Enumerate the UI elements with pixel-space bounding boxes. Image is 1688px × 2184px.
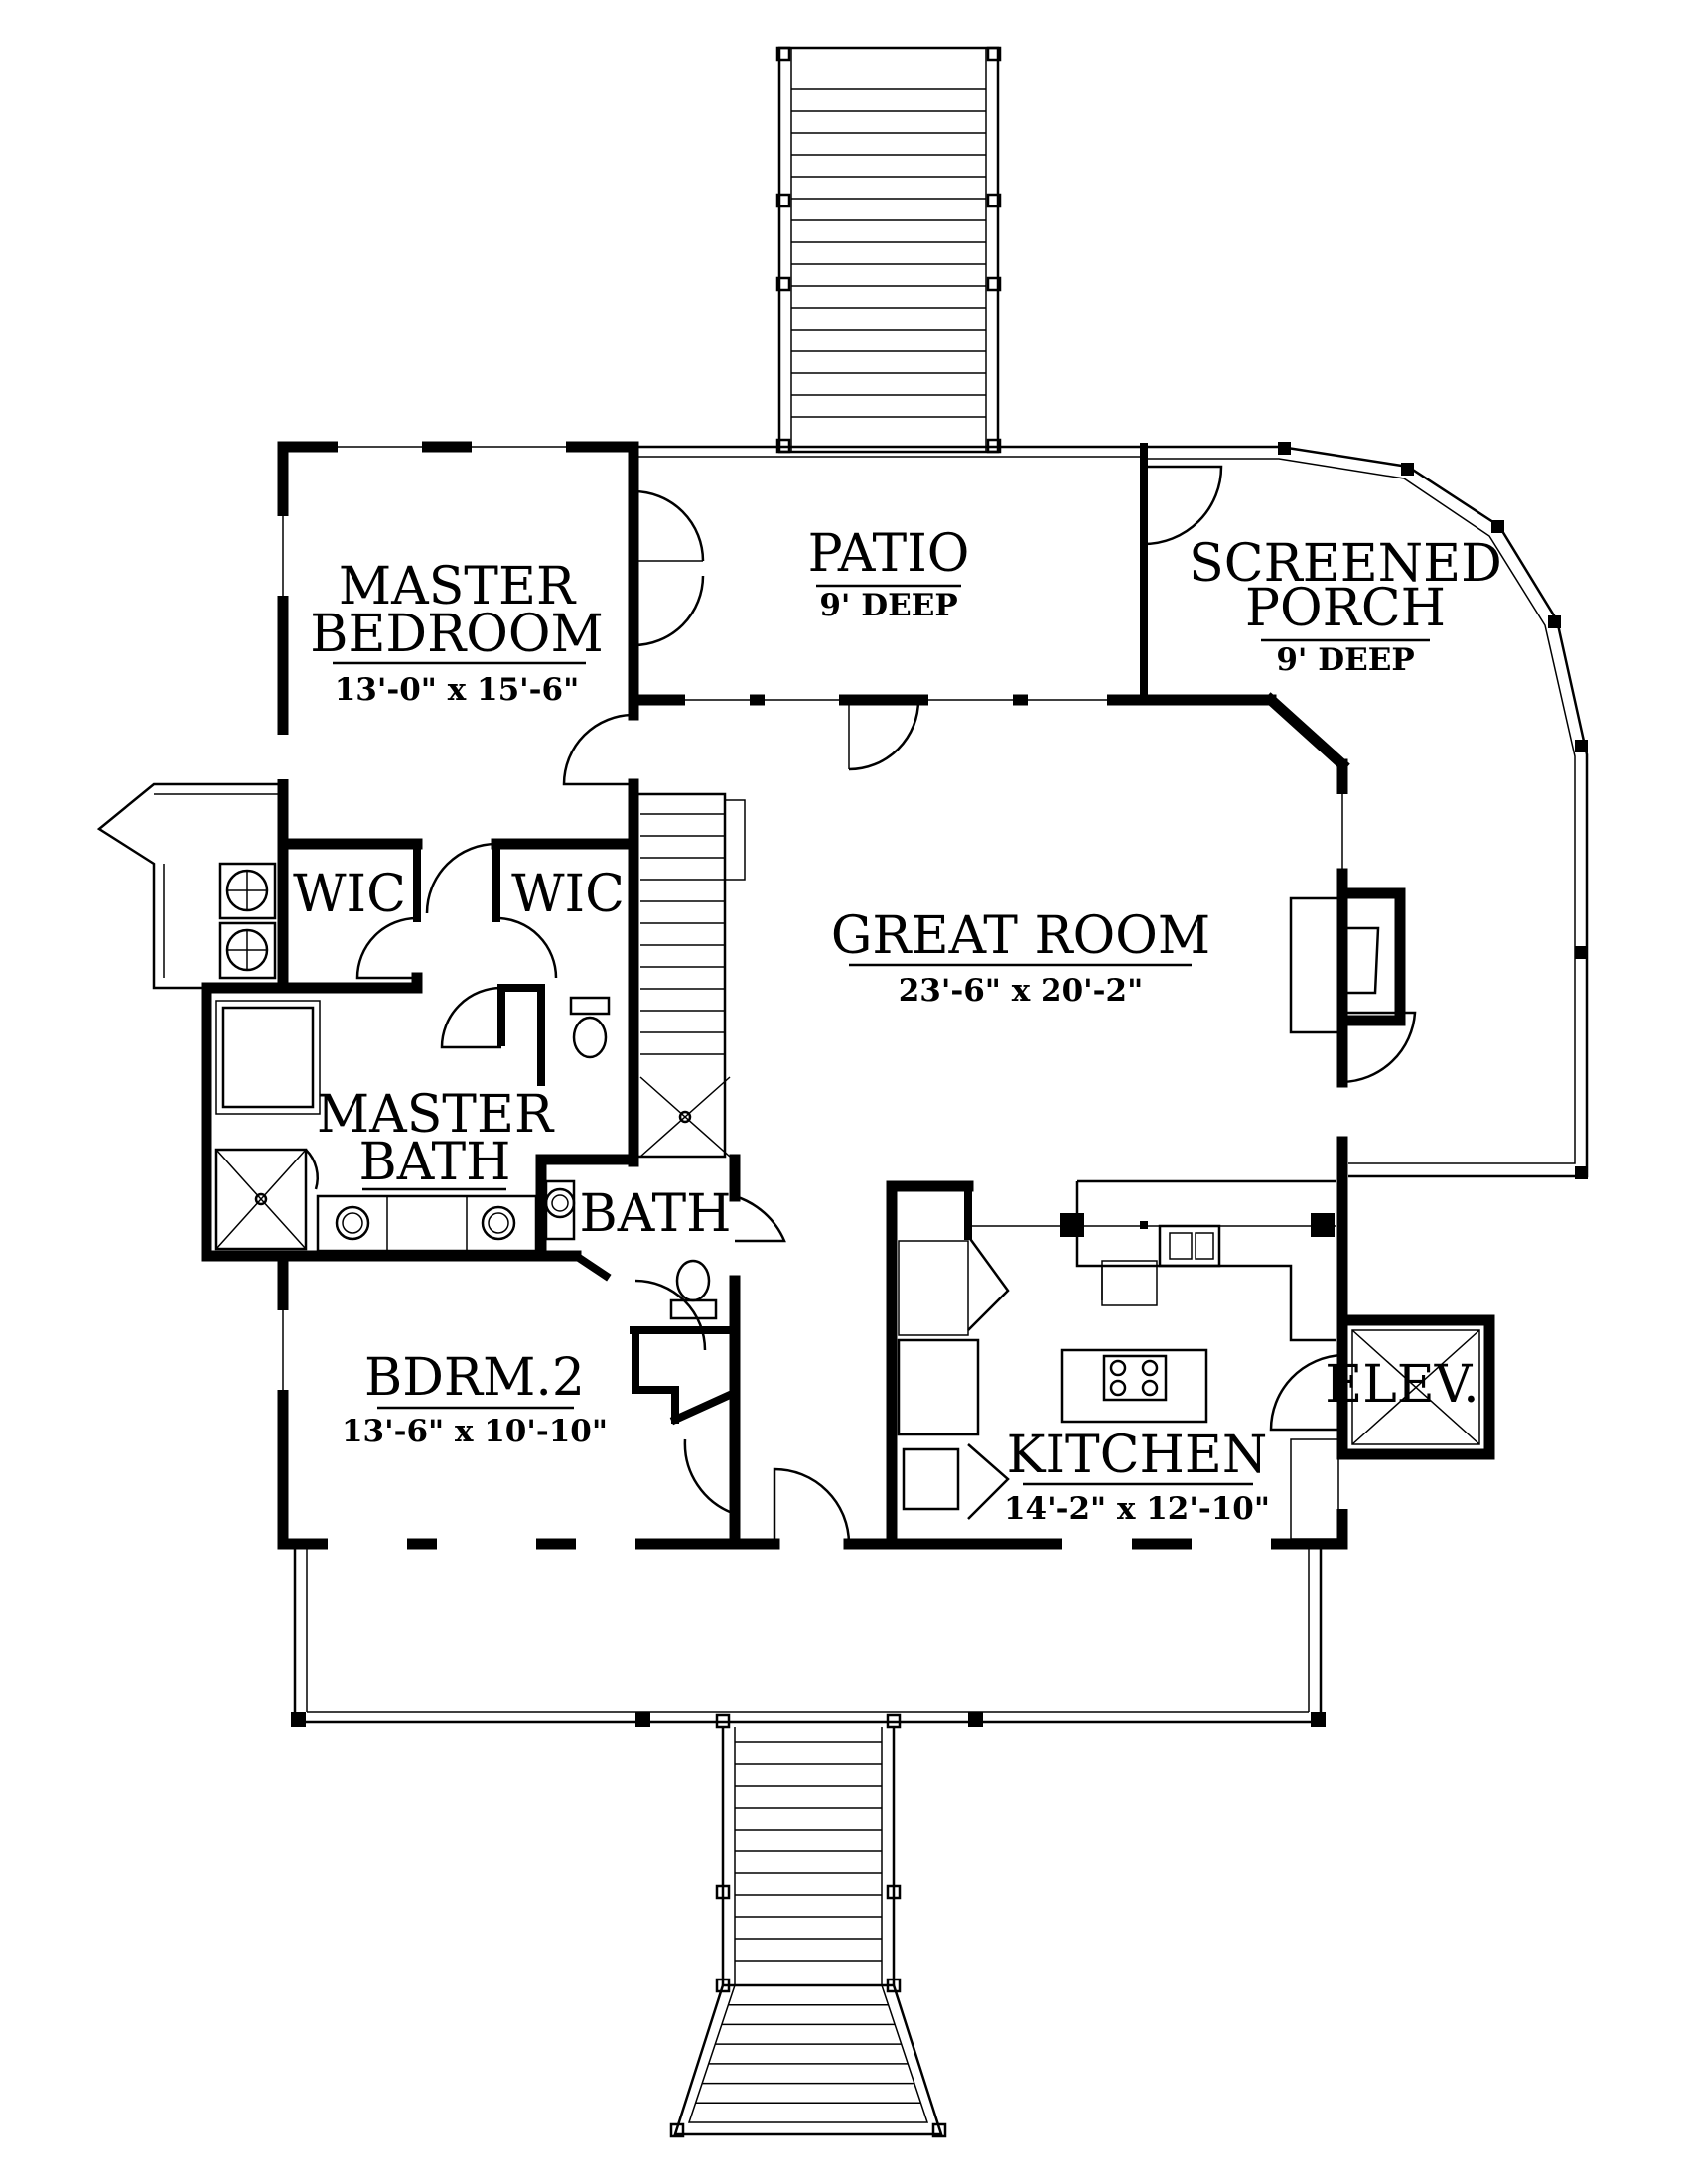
great-room-label: GREAT ROOM bbox=[831, 906, 1210, 966]
patio-dimension: 9' DEEP bbox=[819, 588, 957, 623]
kitchen-label: KITCHEN bbox=[1007, 1426, 1268, 1485]
master-bedroom-dimension: 13'-0" x 15'-6" bbox=[335, 672, 580, 708]
screened-porch-label-1: SCREENED bbox=[1189, 534, 1502, 594]
elevator-label: ELEV. bbox=[1325, 1355, 1478, 1415]
patio-label: PATIO bbox=[808, 524, 970, 584]
master-bedroom-label-1: MASTER bbox=[339, 557, 577, 616]
master-bath-label-1: MASTER bbox=[317, 1085, 555, 1145]
master-bath-label-2: BATH bbox=[359, 1133, 511, 1192]
bath-label: BATH bbox=[580, 1184, 732, 1244]
doors bbox=[355, 489, 1417, 1545]
wic-left-label: WIC bbox=[293, 865, 406, 924]
screened-porch-label-2: PORCH bbox=[1245, 579, 1446, 638]
windows bbox=[277, 441, 1348, 1550]
front-porch bbox=[291, 1549, 1326, 1727]
hvac-bumpout bbox=[96, 782, 283, 990]
great-room-dimension: 23'-6" x 20'-2" bbox=[899, 973, 1144, 1009]
front-stairs bbox=[669, 1713, 947, 2138]
kitchen-dimension: 14'-2" x 12'-10" bbox=[1004, 1491, 1270, 1527]
bedroom-2-dimension: 13'-6" x 10'-10" bbox=[342, 1414, 608, 1449]
room-labels: PATIO 9' DEEP SCREENED PORCH 9' DEEP MAS… bbox=[293, 524, 1502, 1527]
wic-right-label: WIC bbox=[511, 865, 625, 924]
fixtures bbox=[214, 792, 1480, 1540]
rear-stairs bbox=[775, 46, 1002, 454]
screened-porch-dimension: 9' DEEP bbox=[1276, 642, 1414, 678]
master-bedroom-label-2: BEDROOM bbox=[310, 605, 604, 664]
bedroom-2-label: BDRM.2 bbox=[364, 1348, 585, 1408]
